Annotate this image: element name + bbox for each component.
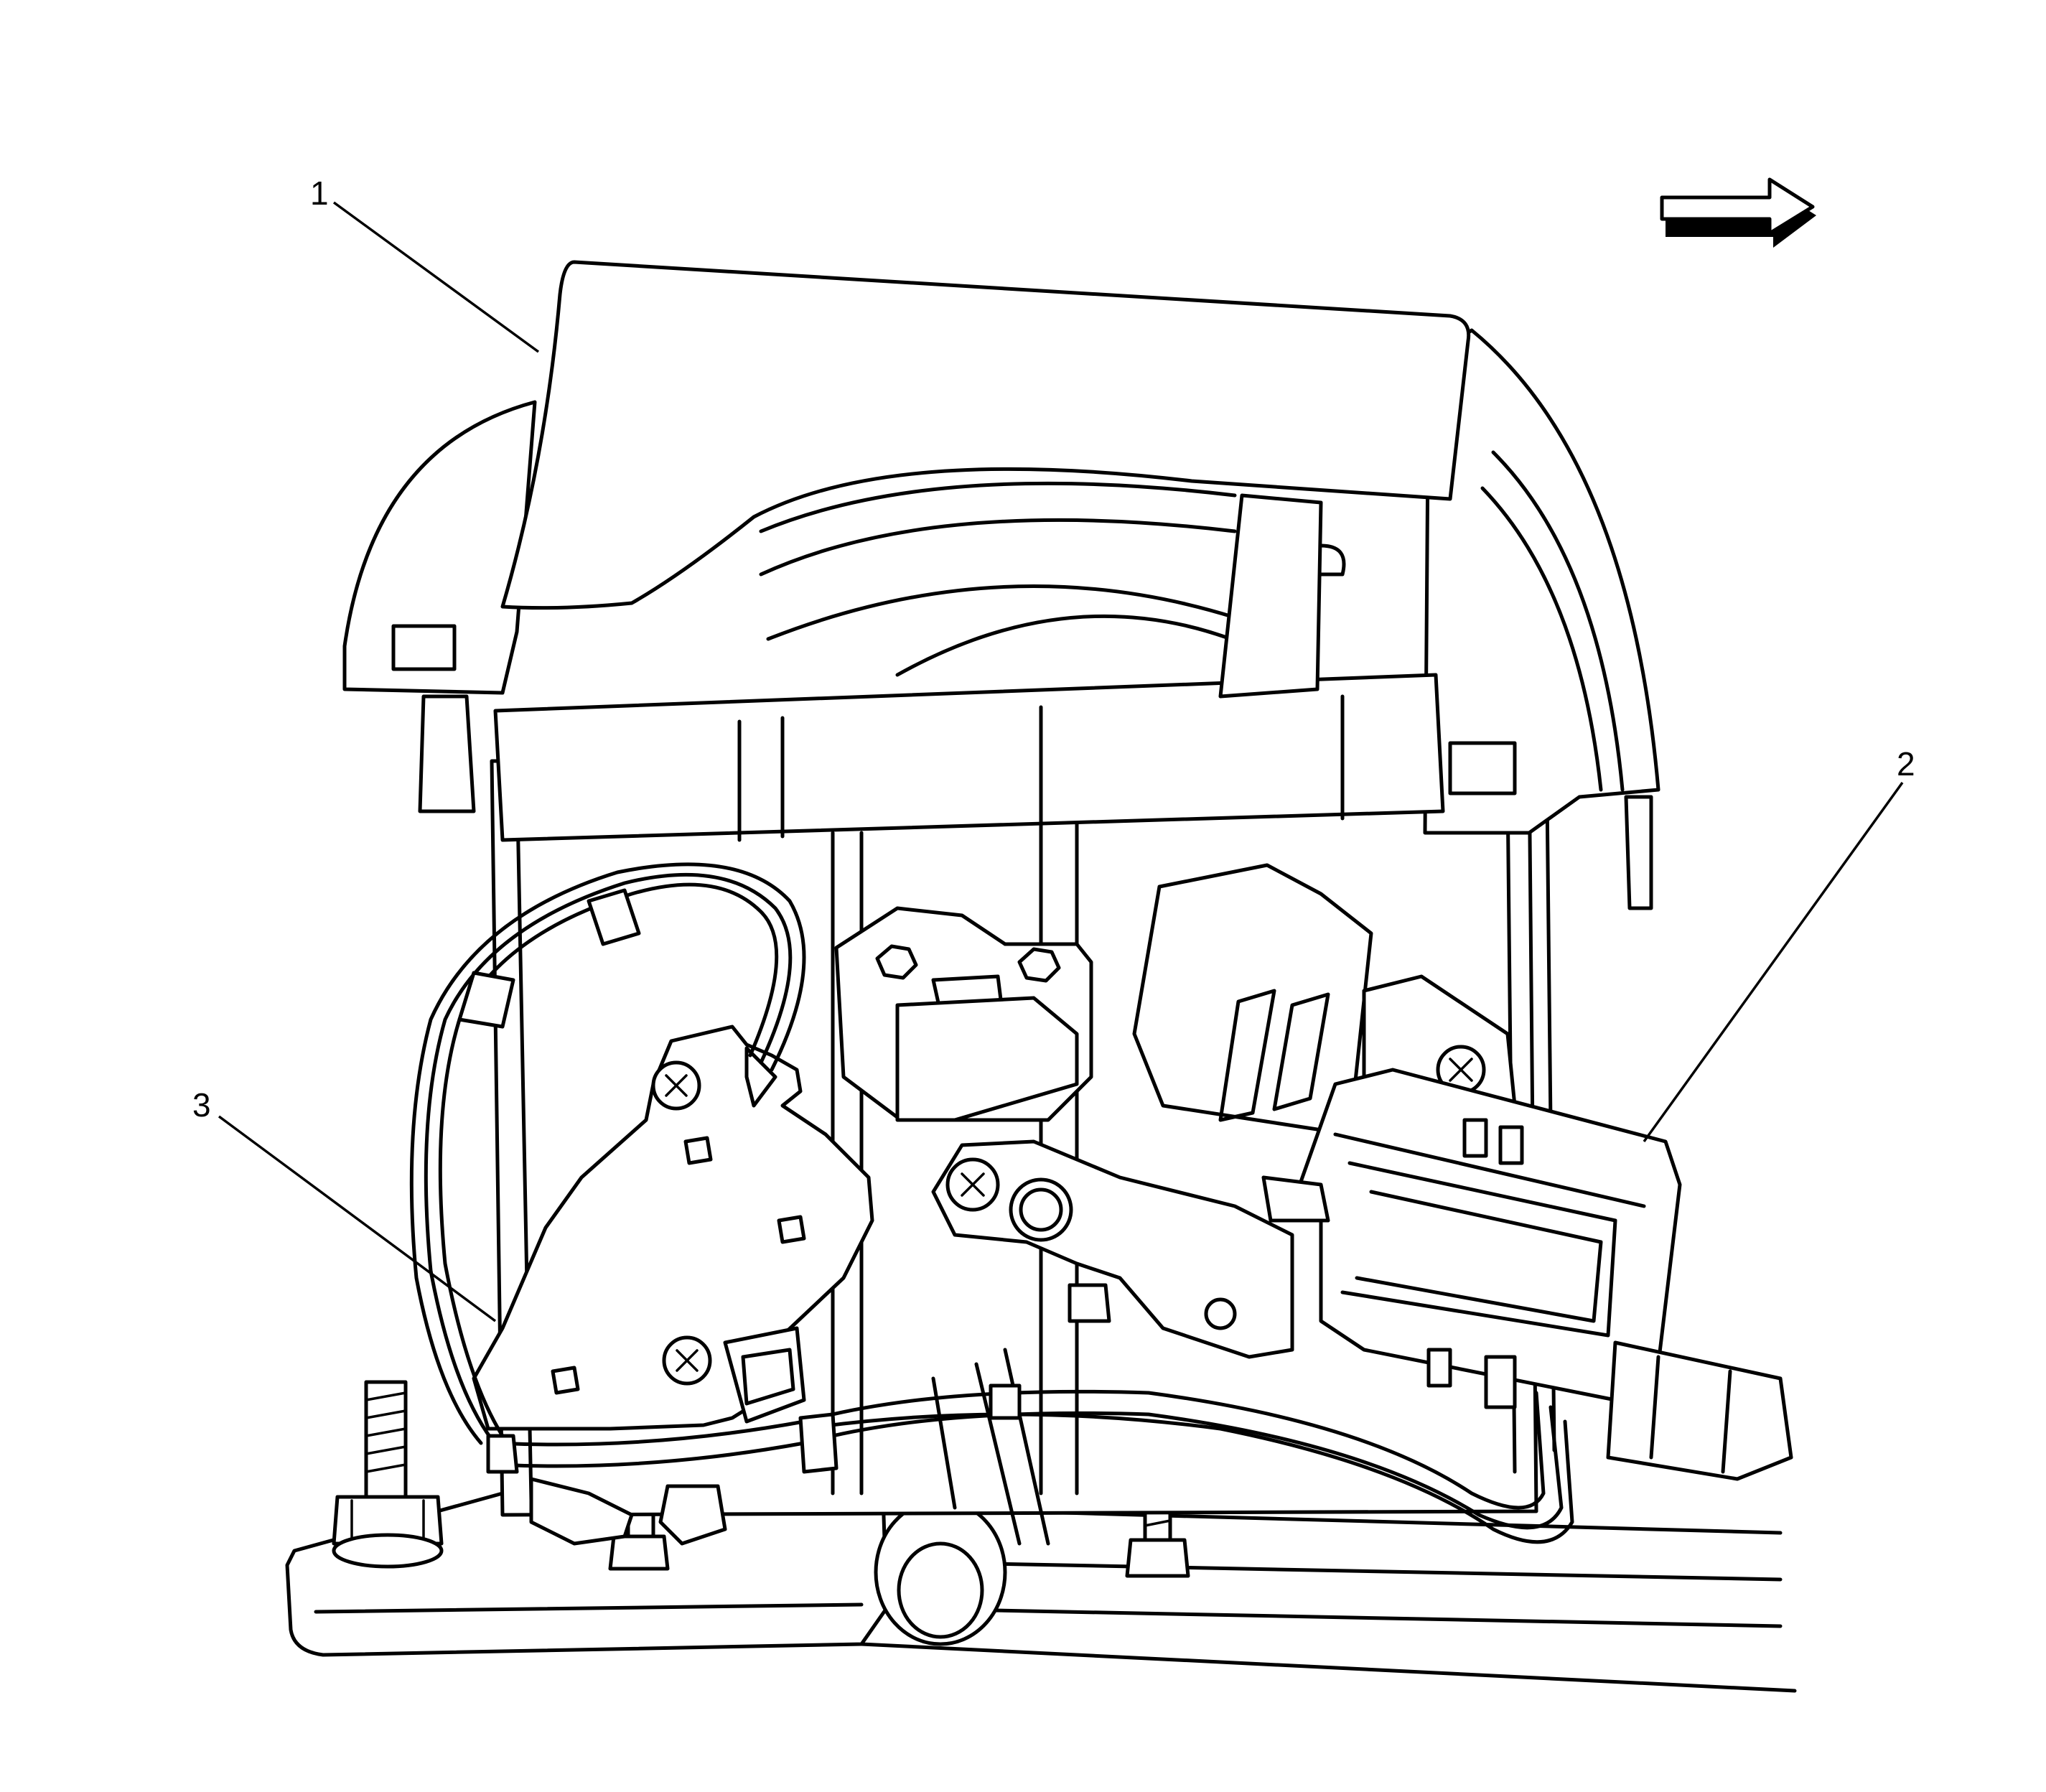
callout-label-1: 1 [310,174,329,212]
park-lock-switch [472,1025,874,1431]
callout-label-3: 3 [192,1086,211,1124]
callout-3: 3 [192,1086,497,1322]
callout-1: 1 [310,174,540,353]
forward-arrow-icon [1660,177,1816,248]
shifter-bezel [342,260,1660,910]
hex-bolt-icon [1017,947,1061,983]
mounting-stud-left [332,1380,444,1569]
base-plate [285,1491,1797,1693]
screw-icon [662,1335,712,1386]
screw-icon [651,1060,701,1111]
hex-bolt-icon [875,944,918,980]
callout-label-2: 2 [1897,745,1915,783]
shift-lock-actuator [1261,1068,1793,1481]
lower-pawl [529,1477,727,1546]
wiring-harness [409,862,1574,1544]
shift-lever-link [931,1139,1294,1359]
screw-icon [945,1157,1000,1212]
callout-2: 2 [1643,745,1915,1143]
center-bracket [834,906,1093,1122]
